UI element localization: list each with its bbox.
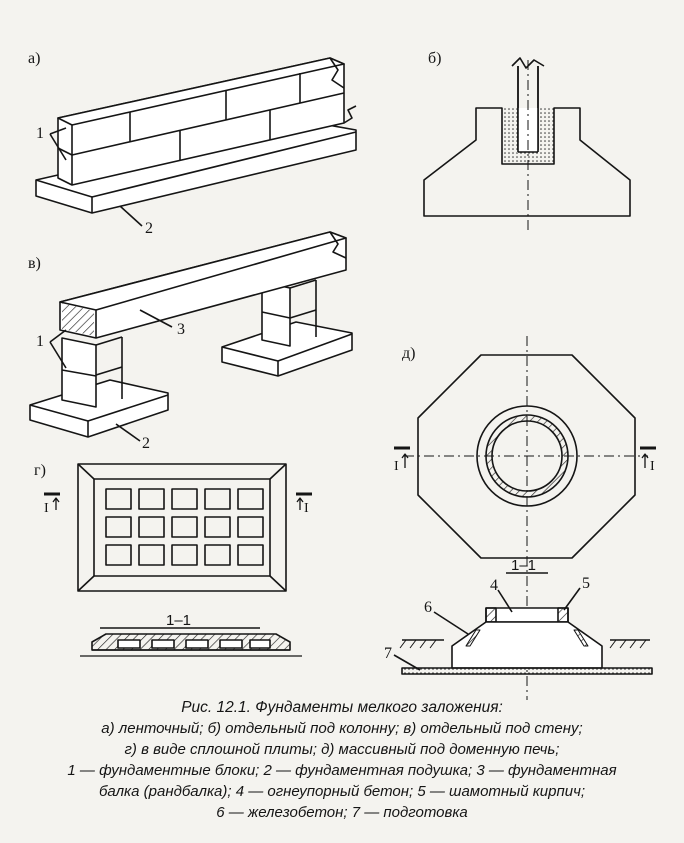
figure-caption: Рис. 12.1. Фундаменты мелкого заложения:…: [0, 697, 684, 823]
panel-label-a: а): [28, 50, 40, 67]
furnace-foundation-drawing: [393, 336, 656, 700]
column-foundation-drawing: [423, 57, 631, 230]
callout-5: 5: [582, 575, 590, 592]
fireclay-brick-left: [485, 607, 497, 623]
callout-4: 4: [490, 577, 498, 594]
slab-outer: [77, 463, 287, 592]
callout-1-beam: 1: [36, 333, 44, 350]
refractory-concrete: [485, 607, 569, 623]
section-mark-d-left: I: [394, 459, 399, 474]
section-mark-g-left: I: [44, 501, 49, 516]
caption-line-4: балка (рандбалка); 4 — огнеупорный бетон…: [98, 783, 586, 800]
preparation-layer: [401, 667, 653, 675]
reinforced-concrete-body: [451, 621, 603, 669]
slab-cells: [105, 488, 264, 566]
section-mark-d-right: I: [650, 459, 655, 474]
strip-foundation-drawing: [35, 57, 357, 227]
caption-title: Рис. 12.1. Фундаменты мелкого заложения:: [181, 699, 503, 716]
fireclay-brick-right: [557, 607, 569, 623]
section-mark-g-right: I: [304, 501, 309, 516]
beam-foundation-drawing: [29, 231, 353, 442]
left-cushion: [29, 379, 169, 438]
panel-label-b: б): [428, 50, 441, 67]
panel-label-d: д): [402, 345, 415, 362]
callout-3-beam: 3: [177, 321, 185, 338]
column-footing-outline: [423, 107, 631, 217]
callout-2-strip: 2: [145, 220, 153, 237]
panel-label-v: в): [28, 255, 41, 272]
octagon-plan: [417, 354, 636, 559]
callout-1-strip: 1: [36, 125, 44, 142]
callout-2-beam: 2: [142, 435, 150, 452]
caption-line-5: 6 — железобетон; 7 — подготовка: [216, 804, 468, 821]
slab-foundation-drawing: [44, 463, 312, 657]
right-cushion: [221, 321, 353, 377]
callout-7: 7: [384, 645, 392, 662]
callout-6: 6: [424, 599, 432, 616]
caption-line-3: 1 — фундаментные блоки; 2 — фундаментная…: [67, 762, 617, 779]
section-title-slab: 1–1: [166, 612, 191, 629]
caption-line-2: г) в виде сплошной плиты; д) массивный п…: [124, 741, 560, 758]
panel-label-g: г): [34, 462, 46, 479]
section-title-furnace: 1–1: [511, 557, 536, 574]
caption-line-1: а) ленточный; б) отдельный под колонну; …: [101, 720, 583, 737]
